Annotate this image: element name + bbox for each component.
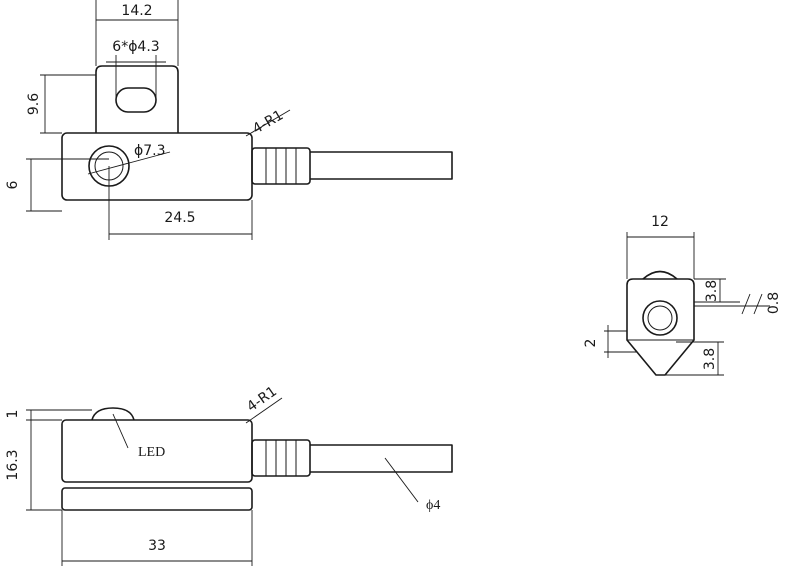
dim-end-gap: 0.8 [766,292,782,314]
dim-side-corner-radius: 4-R1 [244,383,280,415]
end-hole-inner [647,305,673,331]
dim-slot: 6*ϕ4.3 [112,39,159,55]
end-hole-outer [642,300,678,336]
dim-end-base: 2 [583,339,599,348]
dim-end-bottom-offset: 3.8 [702,348,718,370]
dim-side-height: 16.3 [5,449,21,480]
side-base [61,487,253,511]
dim-tab-height: 9.6 [26,93,42,115]
side-view: 1 16.3 4-R1 LED ϕ4 33 [5,383,453,566]
dim-side-length: 33 [148,538,166,554]
side-cable-gland [251,439,311,477]
dim-side-top: 1 [5,410,21,419]
led-dome [642,270,678,280]
end-body [626,278,695,376]
dim-end-width: 12 [651,214,669,230]
mounting-slot [115,87,157,113]
mounting-tab [95,65,179,133]
dim-length: 24.5 [164,210,195,226]
side-cable [310,444,453,473]
top-view: 14.2 6*ϕ4.3 9.6 4-R1 ϕ7.3 6 24.5 [5,0,453,240]
dim-hole: ϕ7.3 [134,143,166,159]
side-led-dome [91,407,135,421]
dim-corner-radius: 4-R1 [250,107,286,137]
dim-tab-width: 14.2 [121,3,152,19]
led-label: LED [138,445,165,460]
dim-body-height: 6 [5,180,21,189]
dim-cable: ϕ4 [426,498,440,513]
cable [310,151,453,180]
dim-end-top-offset: 3.8 [704,280,720,302]
cable-gland [251,147,311,185]
end-view: 12 3.8 0.8 3.8 2 [583,214,782,376]
